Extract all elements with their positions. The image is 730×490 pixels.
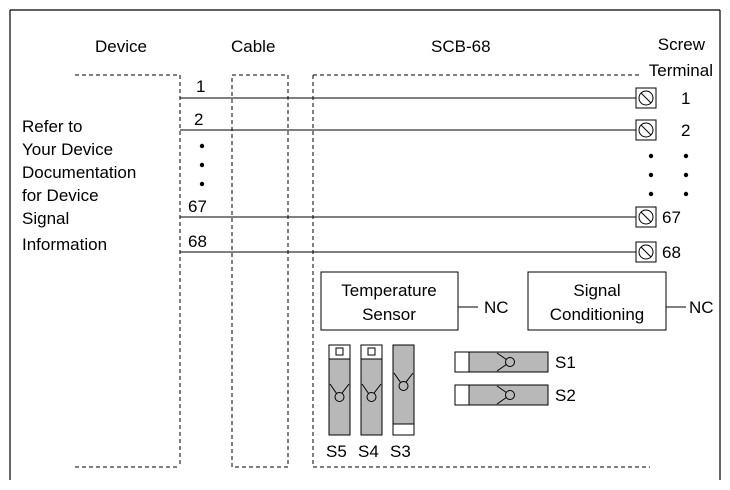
outer-frame [9, 9, 721, 480]
signal-conditioning-label-line2: Conditioning [550, 305, 645, 324]
switch-s5: S5 [326, 344, 351, 461]
cable-region [231, 74, 289, 468]
terminal-continuation-dots [648, 153, 689, 197]
pin-continuation-dots [199, 143, 205, 187]
device-note-line: Information [22, 235, 107, 254]
temperature-sensor-nc: NC [484, 298, 509, 317]
signal-conditioning-label-line1: Signal [573, 281, 620, 300]
signal-line-67: 67 67 [180, 197, 681, 228]
temperature-sensor-label-line2: Sensor [362, 305, 416, 324]
pin-label: 2 [194, 110, 203, 129]
switch-s2: S2 [454, 384, 576, 406]
pin-label: 68 [188, 232, 207, 251]
device-note-line: Refer to [22, 117, 82, 136]
scb-region [312, 74, 650, 468]
scb-header: SCB-68 [431, 37, 491, 56]
device-header: Device [95, 37, 147, 56]
device-note: Refer to Your Device Documentation for D… [22, 117, 136, 254]
device-note-line: for Device [22, 186, 99, 205]
pin-label: 67 [188, 197, 207, 216]
signal-line-2: 2 2 [180, 110, 690, 141]
switch-s4: S4 [358, 344, 383, 461]
signal-line-1: 1 1 [180, 77, 690, 109]
pin-label: 1 [196, 77, 205, 96]
cable-header: Cable [231, 37, 275, 56]
switch-s2-label: S2 [555, 386, 576, 405]
temperature-sensor-label-line1: Temperature [341, 281, 436, 300]
screw-terminal-header-line1: Screw [658, 35, 706, 54]
switch-s1: S1 [454, 351, 576, 373]
device-note-line: Signal [22, 209, 69, 228]
device-note-line: Documentation [22, 163, 136, 182]
terminal-label: 2 [681, 121, 690, 140]
signal-line-68: 68 68 [180, 232, 681, 263]
terminal-label: 68 [662, 243, 681, 262]
signal-conditioning: Signal Conditioning NC [527, 271, 714, 331]
screw-terminal-header-line2: Terminal [649, 61, 713, 80]
terminal-label: 1 [681, 89, 690, 108]
terminal-label: 67 [662, 208, 681, 227]
device-note-line: Your Device [22, 140, 113, 159]
switch-s4-label: S4 [358, 442, 379, 461]
switch-s3: S3 [390, 344, 415, 461]
switch-s1-label: S1 [555, 353, 576, 372]
switch-s5-label: S5 [326, 442, 347, 461]
signal-conditioning-nc: NC [689, 298, 714, 317]
device-region [75, 74, 181, 468]
temperature-sensor: Temperature Sensor NC [320, 271, 509, 331]
switch-s3-label: S3 [390, 442, 411, 461]
